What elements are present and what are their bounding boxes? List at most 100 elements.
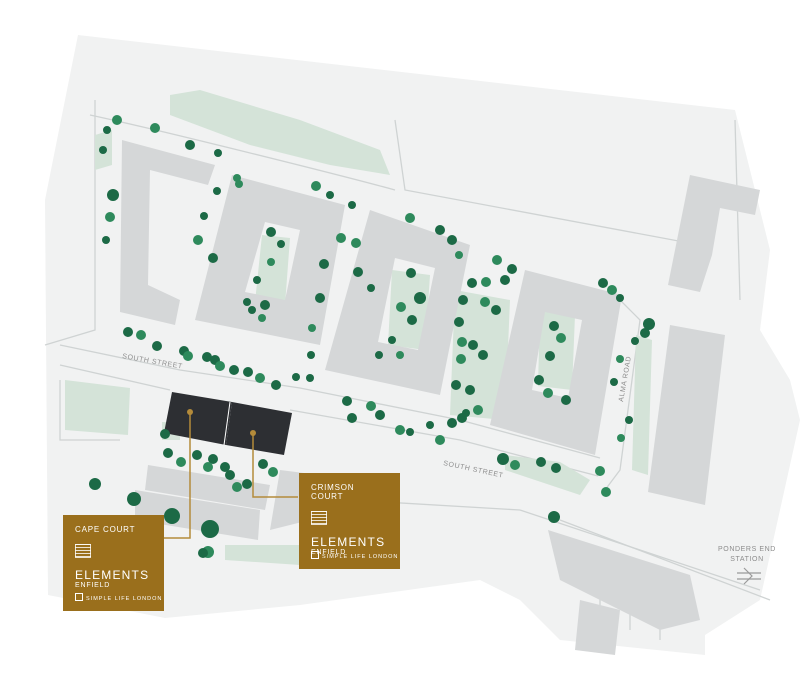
tree	[192, 450, 202, 460]
tree	[105, 212, 115, 222]
tree	[243, 367, 253, 377]
tree	[220, 462, 230, 472]
buildings	[120, 140, 760, 655]
tree	[215, 361, 225, 371]
tree	[458, 295, 468, 305]
tree	[112, 115, 122, 125]
tree	[123, 327, 133, 337]
cape-court-tagline: SIMPLE LIFE LONDON	[75, 593, 162, 602]
tree	[561, 395, 571, 405]
elements-building[interactable]	[164, 392, 292, 455]
tree	[260, 300, 270, 310]
tree	[640, 328, 650, 338]
tree	[242, 479, 252, 489]
elements-logo-icon	[75, 544, 91, 558]
station-name-line2: STATION	[730, 556, 764, 563]
national-rail-icon	[737, 567, 761, 585]
tree	[465, 385, 475, 395]
tree	[266, 227, 276, 237]
tree	[107, 189, 119, 201]
tree	[176, 457, 186, 467]
tree	[127, 492, 141, 506]
tree	[601, 487, 611, 497]
tree	[306, 374, 314, 382]
tree	[136, 330, 146, 340]
tree	[534, 375, 544, 385]
tree	[396, 351, 404, 359]
tree	[103, 126, 111, 134]
tree	[248, 306, 256, 314]
tree	[447, 235, 457, 245]
tree	[388, 336, 396, 344]
tree	[311, 181, 321, 191]
crimson-court-label: CRIMSON COURT	[311, 483, 355, 501]
tree	[164, 508, 180, 524]
tree	[473, 405, 483, 415]
tree	[366, 401, 376, 411]
tree	[193, 235, 203, 245]
tree	[375, 410, 385, 420]
tree	[277, 240, 285, 248]
tree	[497, 453, 509, 465]
tree	[315, 293, 325, 303]
tree	[208, 253, 218, 263]
tree	[163, 448, 173, 458]
tree	[451, 380, 461, 390]
tree	[208, 454, 218, 464]
tree	[225, 470, 235, 480]
tree	[500, 275, 510, 285]
tree	[258, 314, 266, 322]
tree	[435, 225, 445, 235]
tree	[598, 278, 608, 288]
tree	[232, 482, 242, 492]
cape-court-brand: ELEMENTS	[75, 568, 150, 582]
tree	[454, 317, 464, 327]
tree	[631, 337, 639, 345]
tree	[150, 123, 160, 133]
tree	[447, 418, 457, 428]
tree	[229, 365, 239, 375]
tree	[545, 351, 555, 361]
tree	[89, 478, 101, 490]
tree	[292, 373, 300, 381]
tree	[319, 259, 329, 269]
tree	[414, 292, 426, 304]
cape-court-marker[interactable]	[187, 409, 193, 415]
tree	[468, 340, 478, 350]
tree	[203, 462, 213, 472]
tree	[556, 333, 566, 343]
simple-life-london-icon	[311, 551, 319, 559]
tree	[152, 341, 162, 351]
elements-logo-icon	[311, 511, 327, 525]
tree	[255, 373, 265, 383]
tree	[617, 434, 625, 442]
tree	[213, 187, 221, 195]
cape-court-label: CAPE COURT	[75, 525, 136, 534]
cape-court-card[interactable]: CAPE COURT ELEMENTS ENFIELD SIMPLE LIFE …	[63, 515, 164, 611]
station-name-line1: PONDERS END	[718, 546, 776, 553]
tree	[160, 429, 170, 439]
tree	[202, 352, 212, 362]
simple-life-london-icon	[75, 593, 83, 601]
tree	[478, 350, 488, 360]
tree	[480, 297, 490, 307]
tree	[492, 255, 502, 265]
crimson-court-card[interactable]: CRIMSON COURT ELEMENTS ENFIELD SIMPLE LI…	[299, 473, 400, 569]
tree	[406, 428, 414, 436]
cape-court-location: ENFIELD	[75, 582, 111, 589]
tree	[435, 435, 445, 445]
crimson-court-marker[interactable]	[250, 430, 256, 436]
tree	[396, 302, 406, 312]
tree	[625, 416, 633, 424]
connector-lines	[163, 412, 298, 539]
tree	[616, 355, 624, 363]
tree	[99, 146, 107, 154]
tree	[342, 396, 352, 406]
tree	[243, 298, 251, 306]
tree	[536, 457, 546, 467]
tree	[268, 467, 278, 477]
tree	[610, 378, 618, 386]
tree	[407, 315, 417, 325]
tree	[375, 351, 383, 359]
